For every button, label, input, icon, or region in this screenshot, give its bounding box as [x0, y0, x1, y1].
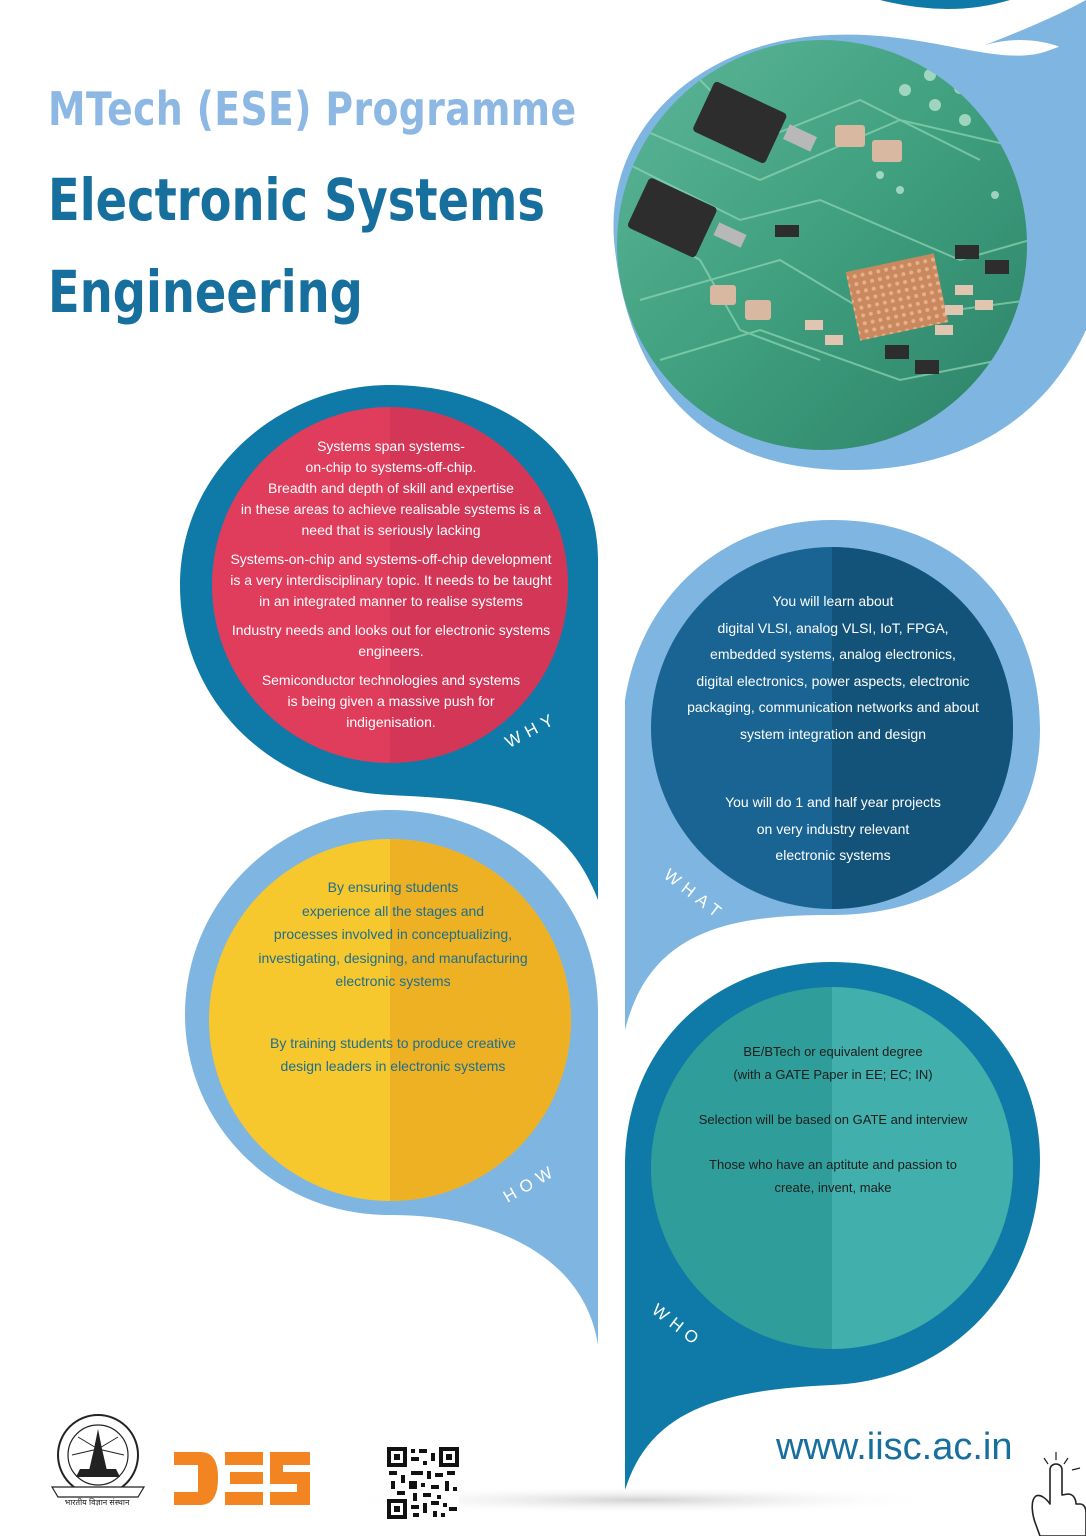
why-paragraph: Systems-on-chip and systems-off-chip dev… [230, 551, 552, 609]
what-paragraph: You will do 1 and half year projects on … [725, 794, 941, 863]
pointing-hand-icon [1031, 1452, 1086, 1536]
bottom-shadow [330, 1486, 950, 1514]
dese-logo-icon [174, 1452, 310, 1505]
top-arc [880, 0, 1010, 9]
who-paragraph: BE/BTech or equivalent degree (with a GA… [733, 1044, 933, 1082]
how-drop [185, 810, 598, 1345]
what-paragraph: You will learn about digital VLSI, analo… [687, 593, 979, 742]
top-right-swoosh [985, 0, 1086, 60]
website-url-link[interactable]: www.iisc.ac.in [776, 1426, 1013, 1468]
iisc-seal-icon [50, 1414, 146, 1498]
iisc-seal-caption: भारतीय विज्ञान संस्थान [64, 1498, 130, 1507]
pcb-drop [613, 30, 1086, 470]
main-title-line1: Electronic Systems [48, 166, 546, 234]
who-content: BE/BTech or equivalent degree (with a GA… [668, 1040, 998, 1221]
how-paragraph: By ensuring students experience all the … [258, 879, 528, 989]
why-paragraph: Industry needs and looks out for electro… [231, 622, 551, 659]
who-drop [625, 962, 1040, 1490]
why-paragraph: Semiconductor technologies and systems i… [261, 672, 521, 730]
what-drop [625, 520, 1040, 1030]
pcb-photo [617, 40, 1027, 450]
who-paragraph: Those who have an aptitute and passion t… [709, 1157, 957, 1195]
programme-title: MTech (ESE) Programme [48, 82, 577, 136]
qr-code-icon [387, 1447, 459, 1519]
why-drop [180, 385, 598, 900]
how-content: By ensuring students experience all the … [228, 876, 558, 1117]
why-paragraph: Systems span systems- on-chip to systems… [240, 438, 542, 538]
how-paragraph: By training students to produce creative… [270, 1034, 516, 1075]
why-content: Systems span systems- on-chip to systems… [215, 436, 567, 741]
main-title-line2: Engineering [48, 258, 363, 326]
who-paragraph: Selection will be based on GATE and inte… [698, 1112, 968, 1127]
what-content: You will learn about digital VLSI, analo… [668, 588, 998, 911]
